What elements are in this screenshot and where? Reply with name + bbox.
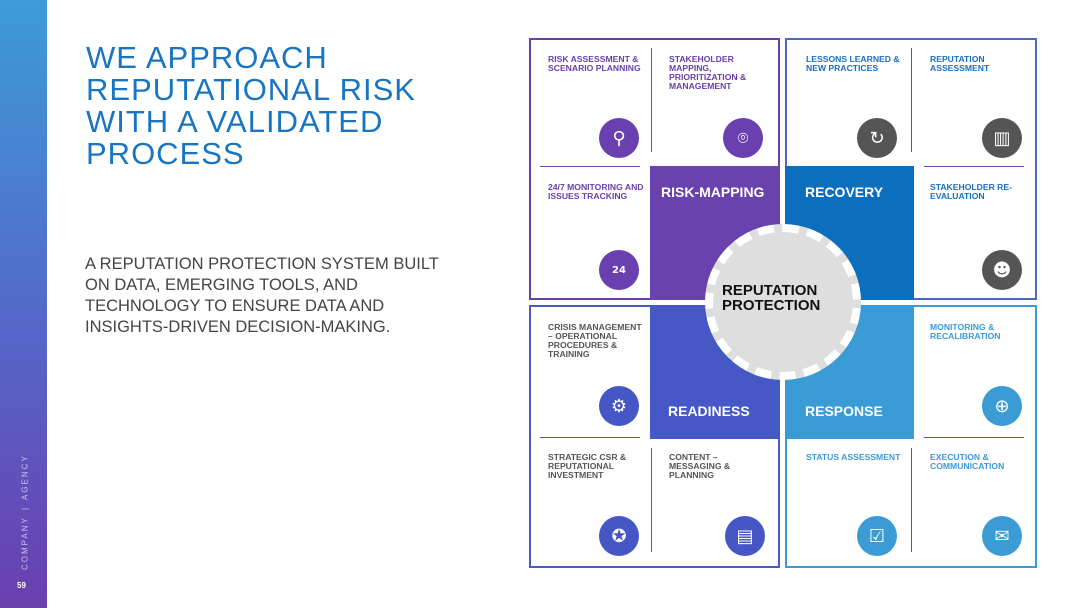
step-label: RISK ASSESSMENT & SCENARIO PLANNING (548, 54, 641, 73)
medal-icon: ✪ (599, 516, 639, 556)
phase-label: RESPONSE (805, 403, 883, 419)
step-label: STATUS ASSESSMENT (806, 452, 901, 462)
group-icon: ☻ (982, 250, 1022, 290)
company-text: COMPANY (20, 516, 30, 570)
sidebar: COMPANY | AGENCY 59 (0, 0, 47, 608)
separator: | (20, 506, 30, 511)
step-label: CONTENT – MESSAGING & PLANNING (669, 452, 731, 480)
slide-title: WE APPROACH REPUTATIONAL RISK WITH A VAL… (86, 40, 416, 171)
step-label: 24/7 MONITORING AND ISSUES TRACKING (548, 182, 644, 201)
step-label: CRISIS MANAGEMENT – OPERATIONAL PROCEDUR… (548, 322, 642, 359)
center-label-line: REPUTATION (722, 282, 818, 299)
step-label: EXECUTION & COMMUNICATION (930, 452, 1005, 471)
clipboard-icon: ▤ (725, 516, 765, 556)
chart-magnifier-icon: ▥ (982, 118, 1022, 158)
phase-label: READINESS (668, 403, 750, 419)
divider (911, 48, 912, 152)
step-label: MONITORING & RECALIBRATION (930, 322, 1001, 341)
divider (924, 166, 1024, 167)
step-label: STAKEHOLDER MAPPING, PRIORITIZATION & MA… (669, 54, 747, 91)
24-hour-icon: 24 (599, 250, 639, 290)
phase-label: RECOVERY (805, 184, 884, 200)
step-label: REPUTATION ASSESSMENT (930, 54, 990, 73)
target-icon: ⊕ (982, 386, 1022, 426)
slide-subtitle: A REPUTATION PROTECTION SYSTEM BUILT ON … (85, 255, 439, 336)
divider (540, 166, 640, 167)
step-label: STRATEGIC CSR & REPUTATIONAL INVESTMENT (548, 452, 627, 480)
chat-icon: ✉ (982, 516, 1022, 556)
center-label-line: PROTECTION (722, 297, 821, 314)
divider (911, 448, 912, 552)
location-pin-icon: ⌾ (723, 118, 763, 158)
checkbox-icon: ☑ (857, 516, 897, 556)
page-number: 59 (17, 581, 26, 590)
reputation-protection-gear (705, 224, 861, 380)
search-icon: ⚲ (599, 118, 639, 158)
divider (651, 48, 652, 152)
gears-icon: ⚙ (599, 386, 639, 426)
divider (651, 448, 652, 552)
step-label: LESSONS LEARNED & NEW PRACTICES (806, 54, 900, 73)
company-agency-label: COMPANY | AGENCY (10, 450, 40, 570)
divider (540, 437, 640, 438)
refresh-icon: ↻ (857, 118, 897, 158)
phase-label: RISK-MAPPING (661, 184, 765, 200)
step-label: STAKEHOLDER RE-EVALUATION (930, 182, 1012, 201)
divider (924, 437, 1024, 438)
agency-text: AGENCY (20, 454, 30, 501)
